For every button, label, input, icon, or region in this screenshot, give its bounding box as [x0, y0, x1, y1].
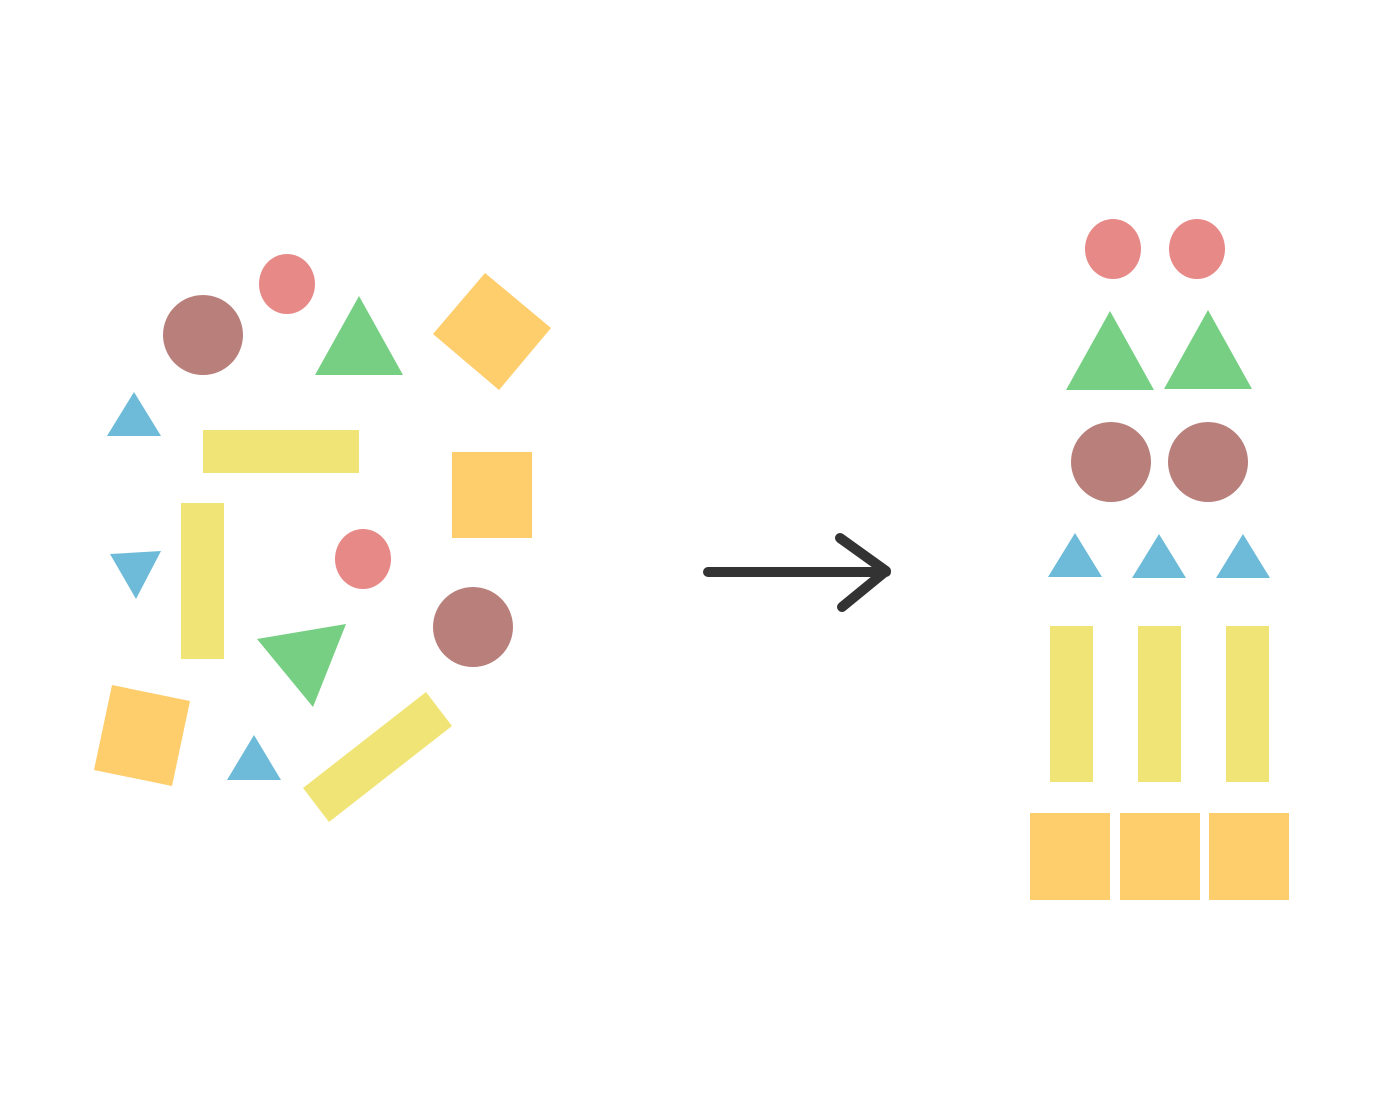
pink-circle: [1085, 219, 1141, 279]
mauve-circle: [1168, 422, 1248, 502]
pink-circle: [335, 529, 391, 589]
yellow-bar: [303, 692, 452, 822]
green-triangle: [1164, 310, 1252, 389]
right-arrow-icon: [703, 533, 891, 612]
orange-square: [1120, 813, 1200, 900]
green-triangle: [257, 624, 346, 707]
green-triangle: [315, 296, 403, 375]
orange-square: [433, 273, 551, 390]
unsorted-shapes-group: [94, 254, 551, 822]
yellow-bar: [1050, 626, 1093, 782]
yellow-bar: [1138, 626, 1181, 782]
orange-square: [1030, 813, 1110, 900]
mauve-circle: [433, 587, 513, 667]
blue-triangle: [1048, 533, 1102, 577]
orange-square: [94, 685, 190, 786]
blue-triangle: [1132, 534, 1186, 578]
yellow-bar: [203, 430, 359, 473]
green-triangle: [1066, 311, 1154, 390]
blue-triangle: [107, 392, 161, 436]
blue-triangle: [1216, 534, 1270, 578]
yellow-bar: [1226, 626, 1269, 782]
sorted-shapes-group: [1030, 219, 1289, 900]
mauve-circle: [163, 295, 243, 375]
mauve-circle: [1071, 422, 1151, 502]
pink-circle: [1169, 219, 1225, 279]
blue-triangle: [227, 735, 281, 780]
pink-circle: [259, 254, 315, 314]
yellow-bar: [181, 503, 224, 659]
orange-square: [452, 452, 532, 538]
orange-square: [1209, 813, 1289, 900]
blue-triangle: [110, 551, 161, 599]
